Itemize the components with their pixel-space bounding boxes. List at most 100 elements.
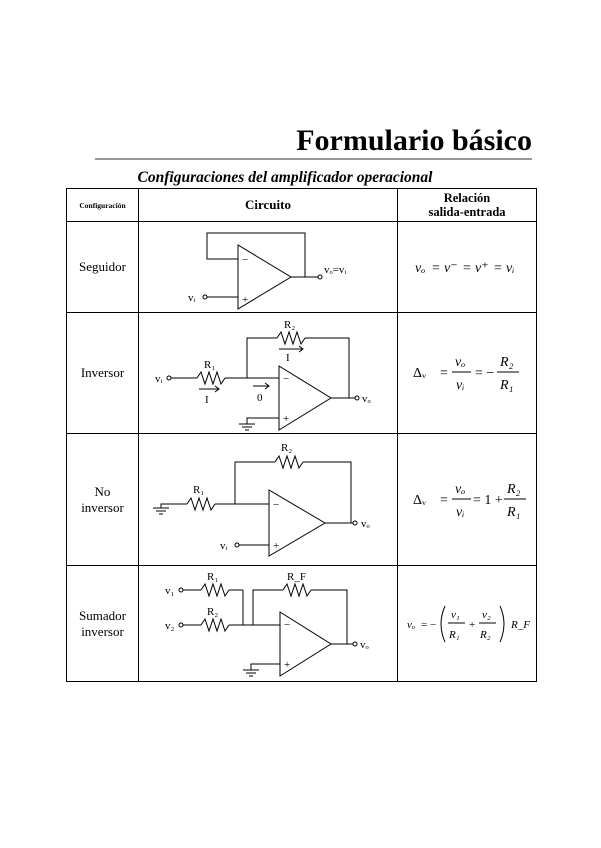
- relation-formula: Δᵥ = vₒ vᵢ = 1 + R₂ R₁: [397, 433, 537, 566]
- eq-sign: +: [469, 619, 475, 631]
- eq-numerator: R₂: [506, 482, 521, 497]
- minus-label: −: [242, 254, 248, 266]
- eq-denominator: R₂: [479, 629, 491, 641]
- output-label: vₒ: [361, 518, 370, 530]
- input-terminal: [166, 375, 172, 381]
- eq-sign: =: [494, 261, 502, 276]
- table-header-row: Configuración Circuito Relación salida-e…: [66, 188, 537, 222]
- input-label: vᵢ: [220, 540, 228, 552]
- relation-formula: Δᵥ = vₒ vᵢ = − R₂ R₁: [397, 312, 537, 434]
- resistor-r2: [276, 330, 306, 346]
- eq-sign: = −: [475, 366, 494, 381]
- input-terminal: [202, 294, 208, 300]
- eq-term: v⁺: [475, 261, 489, 276]
- header-circuit: Circuito: [138, 188, 398, 222]
- eq-sign: =: [463, 261, 471, 276]
- plus-label: +: [273, 540, 279, 552]
- plus-label: +: [242, 294, 248, 306]
- resistor-rf: [282, 581, 312, 598]
- feedback-wire-left: [252, 589, 283, 625]
- eq-term: Δᵥ: [413, 366, 427, 381]
- eq-numerator: v₁: [451, 609, 460, 621]
- feedback-wire-left: [246, 337, 277, 378]
- config-name-line: inversor: [81, 623, 124, 639]
- follower-circuit: − + vₒ=vᵢ vᵢ: [188, 232, 346, 310]
- config-name: Inversor: [66, 312, 139, 434]
- resistor-r2: [200, 616, 230, 633]
- feedback-wire: [206, 232, 306, 277]
- ground-wire: [250, 663, 280, 670]
- eq-denominator: R₁: [499, 378, 513, 393]
- r2-label: R₂: [207, 606, 218, 618]
- ground-wire: [246, 417, 279, 424]
- eq-sign: =: [440, 366, 448, 381]
- config-name-line: inversor: [81, 499, 124, 515]
- header-relation: Relación salida-entrada: [397, 188, 537, 222]
- relation-formula: vₒ = − v₁ R₁ + v₂ R₂ R_F: [397, 565, 537, 682]
- resistor-r1: [186, 495, 216, 512]
- eq-denominator: vᵢ: [456, 505, 464, 520]
- circuit-diagram: − + R₁ R₂ vₒ vᵢ: [138, 433, 398, 566]
- opamp-triangle: [237, 244, 292, 310]
- eq-denominator: vᵢ: [456, 378, 464, 393]
- current-arrow-zero-head: [264, 382, 270, 390]
- ground-wire: [160, 503, 187, 508]
- config-name: Sumador inversor: [66, 565, 139, 682]
- minus-label: −: [273, 499, 279, 511]
- eq-numerator: vₒ: [455, 355, 465, 370]
- input-label-1: v₁: [165, 585, 175, 597]
- resistor-r1: [200, 581, 230, 598]
- opamp-table: Configuración Circuito Relación salida-e…: [66, 188, 537, 682]
- output-terminal: [352, 641, 358, 646]
- input-label-2: v₂: [165, 620, 175, 632]
- page-title: Formulario básico: [296, 124, 532, 157]
- opamp-triangle: [279, 610, 332, 677]
- circuit-diagram: − + vᵢ R₁ R₂ I I 0 vₒ: [138, 312, 398, 434]
- r2-label: R₂: [284, 319, 295, 331]
- eq-term: Δᵥ: [413, 493, 427, 508]
- eq-sign: = 1 +: [473, 493, 503, 508]
- eq-term: vₒ: [415, 261, 425, 276]
- resistor-r1: [196, 370, 226, 386]
- table-caption: Configuraciones del amplificador operaci…: [137, 169, 433, 186]
- config-name-line: Seguidor: [79, 259, 126, 274]
- config-name-line: Inversor: [80, 365, 125, 380]
- config-name: Seguidor: [66, 221, 139, 313]
- current-label-i2: I: [286, 352, 290, 364]
- right-paren: [499, 605, 505, 642]
- inverting-equation: Δᵥ = vₒ vᵢ = − R₂ R₁: [413, 355, 519, 393]
- summing-circuit: − + v₁ v₂ R₁ R₂ R_F vₒ: [165, 571, 369, 677]
- feedback-wire-right: [303, 461, 352, 523]
- feedback-wire-left: [234, 461, 275, 504]
- relation-formula: vₒ = v⁻ = v⁺ = vᵢ: [397, 221, 537, 313]
- eq-numerator: R₂: [499, 355, 514, 370]
- config-name: No inversor: [66, 433, 139, 566]
- current-label-zero: 0: [257, 392, 263, 404]
- inverting-circuit: − + vᵢ R₁ R₂ I I 0 vₒ: [155, 319, 371, 431]
- summing-equation: vₒ = − v₁ R₁ + v₂ R₂ R_F: [407, 605, 530, 642]
- eq-numerator: v₂: [482, 609, 491, 621]
- circuit-diagram: − + v₁ v₂ R₁ R₂ R_F vₒ: [138, 565, 398, 682]
- config-name-line: Sumador: [79, 607, 126, 623]
- opamp-triangle: [268, 488, 326, 557]
- feedback-wire-right: [305, 337, 350, 398]
- plus-label: +: [284, 659, 290, 671]
- eq-term: R_F: [510, 619, 530, 631]
- table-row: No inversor: [66, 433, 537, 566]
- eq-sign: =: [440, 493, 448, 508]
- opamp-triangle: [278, 365, 332, 431]
- input-terminal-2: [178, 622, 184, 627]
- current-arrow-i1-head: [214, 385, 220, 393]
- follower-equation: vₒ = v⁻ = v⁺ = vᵢ: [415, 261, 514, 276]
- header-relation-line1: Relación: [443, 191, 491, 205]
- eq-term: vₒ: [407, 619, 415, 631]
- rf-label: R_F: [287, 571, 306, 583]
- table-row: Inversor: [66, 312, 537, 434]
- eq-sign: =: [432, 261, 440, 276]
- minus-label: −: [283, 373, 289, 385]
- plus-label: +: [283, 413, 289, 425]
- output-label: vₒ=vᵢ: [324, 264, 346, 276]
- noninverting-circuit: − + R₁ R₂ vₒ vᵢ: [153, 442, 370, 557]
- header-relation-line2: salida-entrada: [428, 205, 506, 219]
- input-label: vᵢ: [188, 292, 196, 304]
